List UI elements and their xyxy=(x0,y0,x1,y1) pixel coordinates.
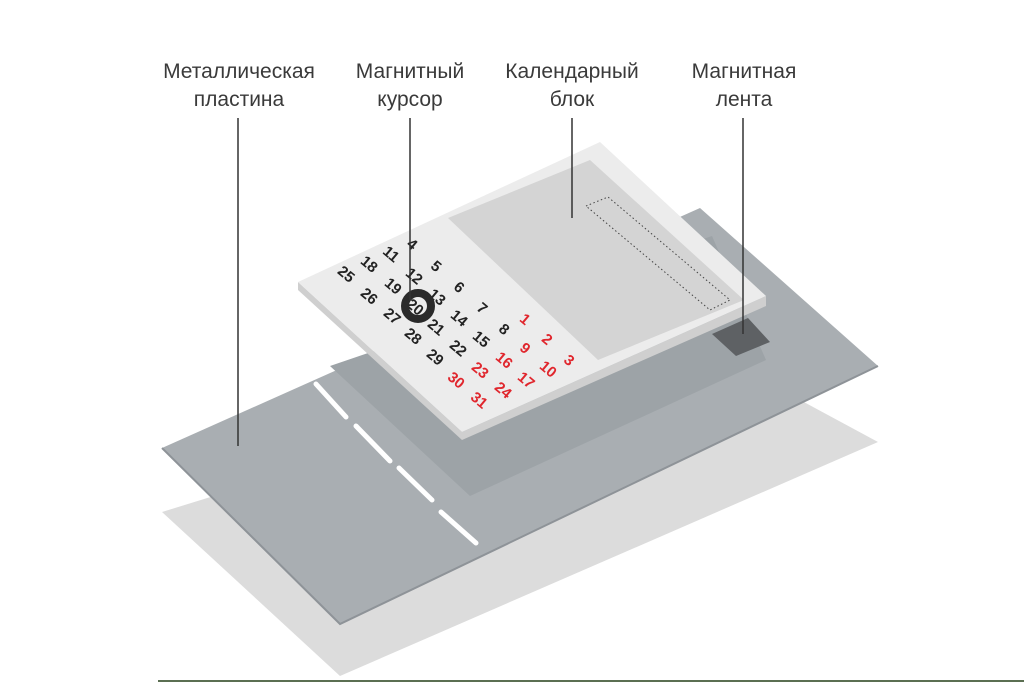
plate-slot xyxy=(396,465,435,503)
metal-plate-edge xyxy=(161,365,879,626)
plate-slot xyxy=(313,381,349,420)
label-calendar-block: Календарный блок xyxy=(496,58,648,114)
magnetic-tape xyxy=(712,318,770,356)
plate-slot xyxy=(438,509,479,546)
label-magnetic-tape-line2: лента xyxy=(715,88,773,111)
label-magnetic-cursor: Магнитный курсор xyxy=(345,58,475,114)
leader-lines xyxy=(237,118,744,446)
label-metal-plate: Металлическая пластина xyxy=(156,58,322,114)
label-magnetic-tape: Магнитная лента xyxy=(680,58,808,114)
label-calendar-block-line1: Календарный xyxy=(505,60,639,83)
calendar-card-panel xyxy=(448,160,744,360)
label-magnetic-cursor-line2: курсор xyxy=(377,88,443,111)
plate-slot xyxy=(353,423,393,464)
calendar-card-side xyxy=(298,282,766,440)
label-metal-plate-line2: пластина xyxy=(193,88,285,111)
label-magnetic-tape-line1: Магнитная xyxy=(691,60,797,83)
label-metal-plate-line1: Металлическая xyxy=(163,60,315,83)
plate-slots xyxy=(313,381,479,546)
magnetic-cursor xyxy=(401,289,435,323)
label-calendar-block-line2: блок xyxy=(549,88,595,111)
label-magnetic-cursor-line1: Магнитный xyxy=(355,60,465,83)
